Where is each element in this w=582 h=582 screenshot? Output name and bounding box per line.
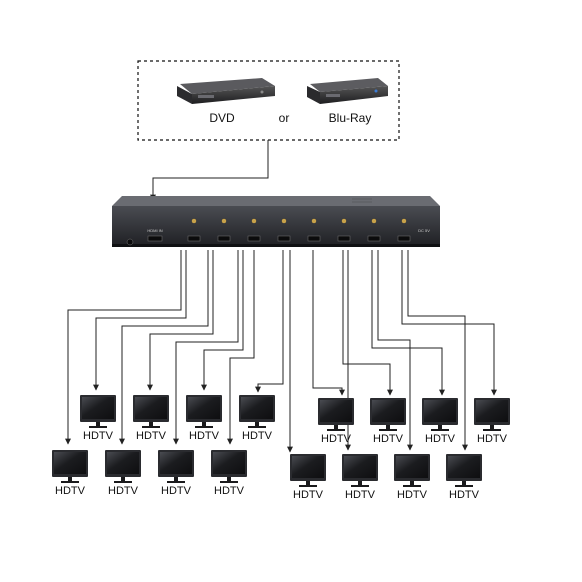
power-jack bbox=[126, 238, 134, 246]
hdtv-9: HDTV bbox=[52, 450, 88, 497]
hdtv-label: HDTV bbox=[214, 485, 245, 497]
wire-to-hdtv-10 bbox=[312, 250, 345, 396]
hdtv-1: HDTV bbox=[80, 395, 116, 442]
hdtv-label: HDTV bbox=[321, 433, 352, 445]
hdtv-label: HDTV bbox=[83, 430, 114, 442]
hdtv-label: HDTV bbox=[136, 430, 167, 442]
hdtv-label: HDTV bbox=[345, 489, 376, 501]
output-port-8 bbox=[397, 218, 411, 242]
hdtv-6: HDTV bbox=[370, 398, 406, 445]
output-port-3 bbox=[247, 218, 261, 242]
output-wires bbox=[65, 250, 497, 453]
wire-to-hdtv-8 bbox=[255, 250, 284, 393]
or-label: or bbox=[279, 111, 290, 125]
hdtv-label: HDTV bbox=[108, 485, 139, 497]
output-port-4 bbox=[277, 218, 291, 242]
hdtv-label: HDTV bbox=[449, 489, 480, 501]
power-label: DC 5V bbox=[418, 228, 430, 233]
hdtv-11: HDTV bbox=[158, 450, 194, 497]
wire-to-hdtv-5 bbox=[173, 250, 239, 445]
hdtv-12: HDTV bbox=[211, 450, 247, 497]
hdmi-input-label: HDMI IN bbox=[147, 228, 162, 233]
hdtv-label: HDTV bbox=[161, 485, 192, 497]
hdtv-label: HDTV bbox=[373, 433, 404, 445]
wire-to-hdtv-14 bbox=[377, 250, 413, 451]
blu-ray-player bbox=[307, 78, 388, 104]
blu-ray-label: Blu-Ray bbox=[329, 111, 372, 125]
source-group: DVD or Blu-Ray bbox=[137, 60, 400, 141]
output-port-7 bbox=[367, 218, 381, 242]
vent-grille bbox=[352, 198, 372, 203]
wire-to-hdtv-15 bbox=[401, 250, 497, 396]
output-port-6 bbox=[337, 218, 351, 242]
hdtv-10: HDTV bbox=[105, 450, 141, 497]
hdtv-4: HDTV bbox=[239, 395, 275, 442]
output-port-1 bbox=[187, 218, 201, 242]
wire-to-hdtv-16 bbox=[407, 250, 468, 451]
hdtv-2: HDTV bbox=[133, 395, 169, 442]
hdtv-8: HDTV bbox=[474, 398, 510, 445]
hdtv-label: HDTV bbox=[242, 430, 273, 442]
hdtv-grid: HDTV HDTV HDTV HDTV HDTV HDTV HDTV HDTV HDTV HDTV… bbox=[52, 395, 510, 501]
wire-to-hdtv-13 bbox=[371, 250, 445, 396]
hdtv-13: HDTV bbox=[290, 454, 326, 501]
output-port-5 bbox=[307, 218, 321, 242]
wire-to-hdtv-6 bbox=[201, 250, 244, 391]
wire-to-hdtv-2 bbox=[93, 250, 187, 391]
hdtv-label: HDTV bbox=[55, 485, 86, 497]
hdtv-16: HDTV bbox=[446, 454, 482, 501]
hdmi-splitter: HDMI IN DC 5V bbox=[112, 196, 440, 247]
hdtv-label: HDTV bbox=[397, 489, 428, 501]
dvd-label: DVD bbox=[209, 111, 235, 125]
wire-to-hdtv-3 bbox=[119, 250, 209, 445]
wire-to-hdtv-7 bbox=[227, 250, 255, 445]
wire-to-hdtv-1 bbox=[65, 250, 182, 445]
output-port-2 bbox=[217, 218, 231, 242]
source-to-splitter-line bbox=[150, 140, 269, 201]
hdtv-label: HDTV bbox=[425, 433, 456, 445]
hdtv-5: HDTV bbox=[318, 398, 354, 445]
wire-to-hdtv-11 bbox=[342, 250, 393, 396]
source-dashed-box bbox=[137, 60, 400, 141]
hdtv-label: HDTV bbox=[189, 430, 220, 442]
hdtv-label: HDTV bbox=[477, 433, 508, 445]
hdtv-14: HDTV bbox=[342, 454, 378, 501]
dvd-player bbox=[177, 78, 275, 104]
hdmi-input-port bbox=[147, 235, 163, 242]
wire-to-hdtv-4 bbox=[147, 250, 214, 391]
hdtv-15: HDTV bbox=[394, 454, 430, 501]
hdtv-3: HDTV bbox=[186, 395, 222, 442]
hdtv-label: HDTV bbox=[293, 489, 324, 501]
hdtv-7: HDTV bbox=[422, 398, 458, 445]
output-ports bbox=[187, 218, 411, 242]
